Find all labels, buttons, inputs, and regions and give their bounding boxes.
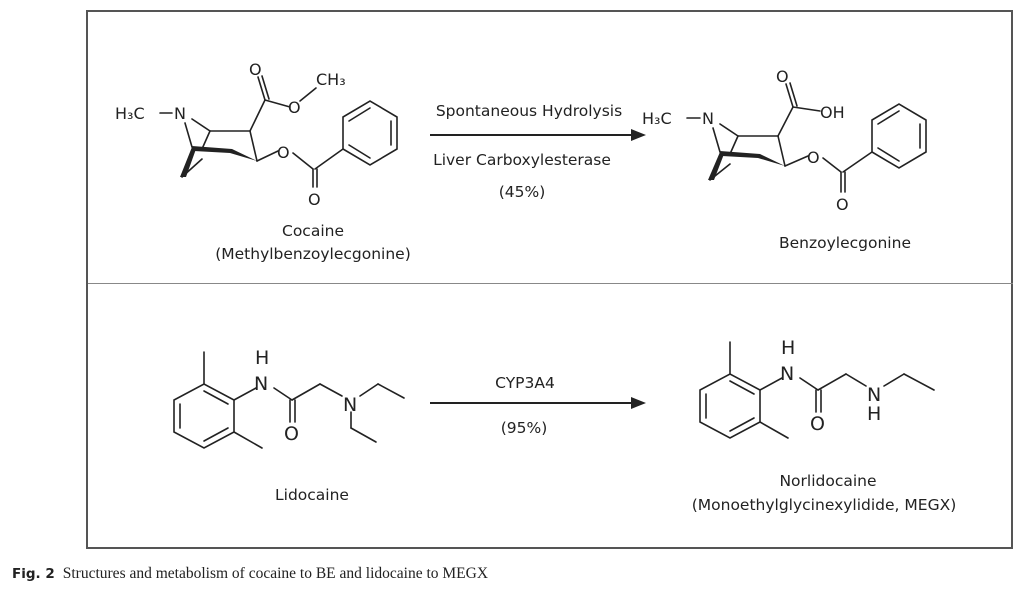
acid-hydroxyl-label: OH bbox=[820, 103, 845, 122]
amine-h-label: H bbox=[867, 403, 881, 425]
ester-oxygen-label: O bbox=[288, 98, 301, 117]
carbonyl-oxygen-label: O bbox=[284, 423, 299, 445]
carbonyl-oxygen-label: O bbox=[249, 60, 262, 79]
amide-h-label: H bbox=[255, 347, 269, 369]
methyl-label: H₃C bbox=[642, 109, 672, 128]
arrowhead-icon bbox=[631, 129, 646, 141]
benzoyl-oxygen-label: O bbox=[277, 143, 290, 162]
ester-methyl-label: CH₃ bbox=[316, 70, 346, 89]
norlidocaine-structure: H N O N H bbox=[699, 337, 935, 439]
reaction2-arrow bbox=[430, 397, 646, 409]
figure-caption: Fig. 2 Structures and metabolism of cocai… bbox=[12, 565, 488, 583]
amide-n-label: N bbox=[780, 363, 794, 385]
benzoylecgonine-structure: H₃C N O OH O O bbox=[642, 67, 927, 214]
benzoyl-oxygen-label: O bbox=[807, 148, 820, 167]
reaction1-enzyme: Liver Carboxylesterase bbox=[433, 151, 611, 169]
amide-h-label: H bbox=[781, 337, 795, 359]
nitrogen-label: N bbox=[702, 109, 714, 128]
cocaine-structure: H₃C N O O CH₃ O O bbox=[115, 60, 398, 209]
figure-number: Fig. 2 bbox=[12, 566, 55, 582]
lidocaine-name: Lidocaine bbox=[275, 486, 349, 504]
carbonyl-oxygen-label: O bbox=[810, 413, 825, 435]
benzoylecgonine-name: Benzoylecgonine bbox=[779, 234, 911, 252]
panel-divider bbox=[88, 283, 1013, 284]
cocaine-name: Cocaine bbox=[282, 222, 344, 240]
benzoyl-carbonyl-oxygen-label: O bbox=[308, 190, 321, 209]
methyl-label: H₃C bbox=[115, 104, 145, 123]
reaction1-percent: (45%) bbox=[498, 183, 546, 201]
norlidocaine-name: Norlidocaine bbox=[779, 472, 877, 490]
figure-caption-text: Structures and metabolism of cocaine to … bbox=[62, 565, 489, 582]
amine-n-label: N bbox=[867, 384, 881, 406]
cocaine-synonym: (Methylbenzoylecgonine) bbox=[215, 245, 411, 263]
amine-n-label: N bbox=[343, 394, 357, 416]
lidocaine-structure: H N O N bbox=[173, 347, 405, 449]
nitrogen-label: N bbox=[174, 104, 186, 123]
carbonyl-oxygen-label: O bbox=[776, 67, 789, 86]
figure-frame bbox=[86, 10, 1013, 549]
arrowhead-icon bbox=[631, 397, 646, 409]
benzoyl-carbonyl-oxygen-label: O bbox=[836, 195, 849, 214]
reaction1-arrow bbox=[430, 129, 646, 141]
reaction2-enzyme: CYP3A4 bbox=[495, 374, 555, 392]
norlidocaine-synonym: (Monoethylglycinexylidide, MEGX) bbox=[691, 496, 957, 514]
reaction1-condition-above: Spontaneous Hydrolysis bbox=[435, 102, 623, 120]
amide-n-label: N bbox=[254, 373, 268, 395]
reaction2-percent: (95%) bbox=[500, 419, 548, 437]
